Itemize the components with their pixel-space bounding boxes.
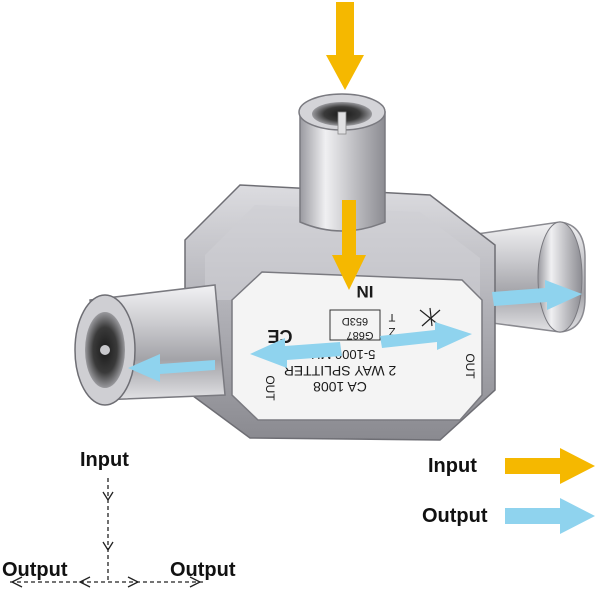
legend <box>505 448 595 534</box>
code-box <box>329 309 381 341</box>
schematic-arrowhead-left-2 <box>78 576 91 588</box>
schematic-arrowhead-1 <box>102 491 114 502</box>
schematic-arrowhead-right <box>127 576 140 588</box>
legend-input-arrow <box>505 448 595 484</box>
label-text-group: IN CA 1008 2 WAY SPLITTER 5-1000 MHz OUT… <box>263 282 477 401</box>
model-text: CA 1008 <box>313 379 367 395</box>
schematic-arrowhead-left <box>10 576 23 588</box>
output-arrows <box>128 280 582 382</box>
in-label: IN <box>357 282 374 301</box>
code2-text: 653D <box>342 315 368 327</box>
schematic-arrowhead-right-2 <box>189 576 202 588</box>
schematic-output-left-label: Output <box>2 559 68 581</box>
top-input-connector <box>298 93 386 232</box>
left-output-connector <box>74 284 226 406</box>
input-arrows <box>326 2 366 290</box>
label-plate <box>231 271 483 421</box>
mark-z: Z <box>388 325 395 337</box>
out-label-left: OUT <box>263 375 277 401</box>
ce-mark: CE <box>267 326 292 346</box>
legend-output-arrow <box>505 498 595 534</box>
schematic-input-label: Input <box>80 449 129 471</box>
legend-output-label: Output <box>422 505 488 527</box>
description-text: 2 WAY SPLITTER <box>284 363 397 379</box>
legend-input-label: Input <box>428 455 477 477</box>
input-arrow-top <box>326 2 364 90</box>
output-arrow-right <box>492 280 582 310</box>
mark-t: T <box>388 311 395 323</box>
output-arrow-left <box>128 354 215 382</box>
output-arrow-mid-left <box>250 338 342 368</box>
schematic-arrowhead-2 <box>102 541 114 552</box>
code-text: G687 <box>347 329 374 341</box>
schematic-diagram <box>10 478 205 588</box>
input-arrow-body <box>332 200 366 290</box>
schematic-output-right-label: Output <box>170 559 236 581</box>
output-arrow-mid-right <box>380 322 472 350</box>
out-label-right: OUT <box>463 353 477 379</box>
